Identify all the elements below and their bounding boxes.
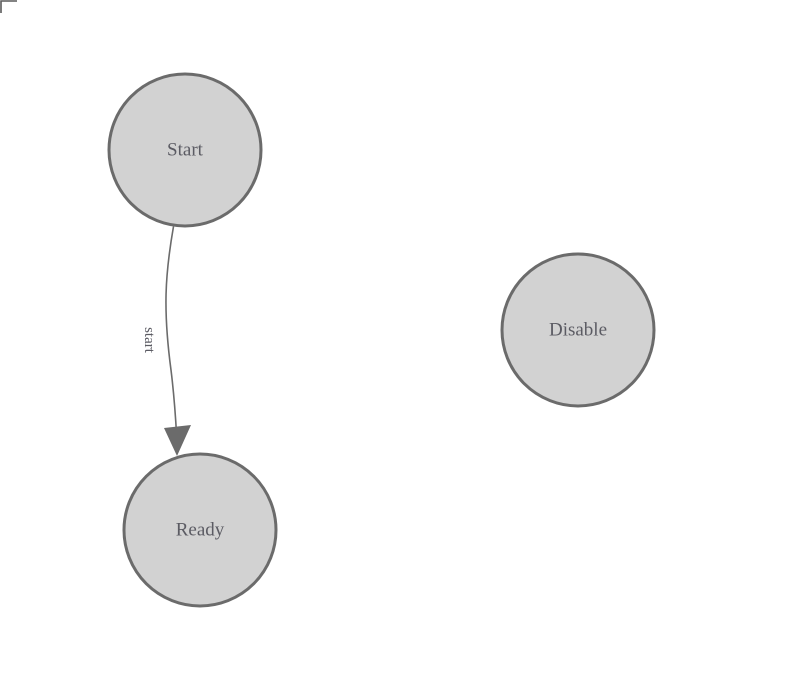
node-start[interactable]: Start (107, 72, 263, 228)
node-ready-shape[interactable] (122, 452, 278, 608)
node-disable[interactable]: Disable (500, 252, 656, 408)
node-start-label: Start (167, 140, 204, 161)
node-ready-label: Ready (176, 520, 225, 541)
edge-label-start: start (141, 327, 157, 354)
edge-label-group: start (141, 327, 157, 354)
node-ready[interactable]: Ready (122, 452, 278, 608)
edge-line (165, 226, 178, 443)
canvas-corner-marker-icon (0, 0, 17, 13)
node-start-shape[interactable] (107, 72, 263, 228)
node-disable-label: Disable (549, 320, 607, 341)
node-disable-shape[interactable] (500, 252, 656, 408)
arrowhead-icon (164, 425, 191, 456)
edge-start-to-ready[interactable]: start (141, 226, 191, 457)
